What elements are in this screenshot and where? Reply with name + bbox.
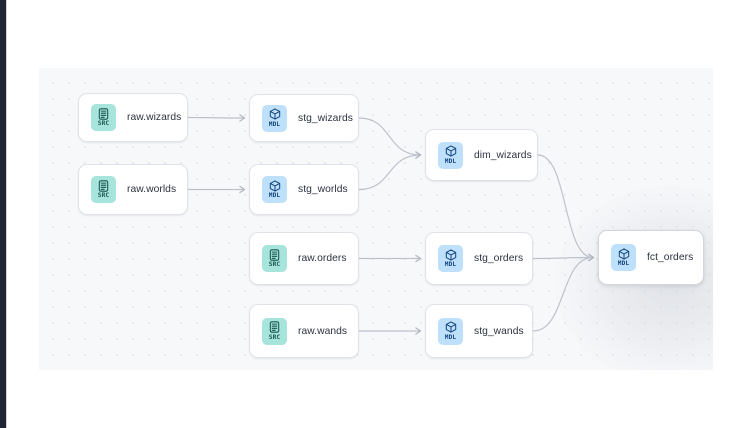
edge-arrowhead <box>588 253 595 262</box>
node-badge-label: MDL <box>268 192 281 200</box>
node-badge-mdl: MDL <box>438 317 463 345</box>
database-icon <box>98 180 109 192</box>
cube-icon <box>445 249 456 261</box>
database-icon <box>269 249 280 261</box>
node-label: raw.wizards <box>127 112 182 123</box>
graph-node-raw_wizards[interactable]: SRC raw.wizards <box>78 93 188 142</box>
node-badge-src: SRC <box>91 104 116 131</box>
node-label: stg_orders <box>474 253 524 264</box>
node-badge-label: MDL <box>444 333 457 341</box>
node-label: stg_worlds <box>298 184 348 195</box>
graph-node-raw_wands[interactable]: SRC raw.wands <box>249 304 359 358</box>
edge-arrowhead <box>415 151 422 159</box>
edge-arrowhead <box>415 151 422 159</box>
node-badge-label: SRC <box>268 333 281 341</box>
node-label: stg_wizards <box>298 112 353 124</box>
node-label: fct_orders <box>647 252 694 263</box>
edge-arrowhead <box>415 327 422 335</box>
cube-icon <box>269 180 280 192</box>
cube-icon <box>618 248 629 260</box>
edge-stg_orders-to-fct_orders <box>532 256 594 260</box>
node-badge-src: SRC <box>262 317 287 345</box>
edge-arrowhead <box>239 114 246 122</box>
node-badge-mdl: MDL <box>262 176 287 203</box>
node-badge-label: SRC <box>268 261 281 269</box>
edge-stg_worlds-to-dim_wizards <box>358 154 421 191</box>
graph-node-stg_orders[interactable]: MDL stg_orders <box>425 232 533 285</box>
graph-node-stg_worlds[interactable]: MDL stg_worlds <box>249 164 359 215</box>
node-badge-mdl: MDL <box>438 245 463 272</box>
node-label: dim_wizards <box>474 149 532 161</box>
database-icon <box>269 321 280 333</box>
node-badge-label: MDL <box>444 261 457 269</box>
cube-icon <box>269 108 280 120</box>
edge-arrowhead <box>239 185 246 194</box>
node-badge-mdl: MDL <box>611 244 636 271</box>
node-badge-label: MDL <box>444 157 457 165</box>
node-badge-label: SRC <box>97 192 110 200</box>
node-badge-label: MDL <box>617 260 630 268</box>
node-badge-src: SRC <box>91 176 116 203</box>
edge-arrowhead <box>588 253 595 262</box>
node-badge-src: SRC <box>262 245 287 272</box>
node-badge-label: MDL <box>268 120 281 128</box>
node-label: stg_wands <box>474 325 524 337</box>
graph-node-fct_orders[interactable]: MDL fct_orders <box>598 230 704 285</box>
node-badge-mdl: MDL <box>262 104 287 132</box>
node-label: raw.wands <box>298 325 348 337</box>
node-label: raw.worlds <box>127 184 177 195</box>
cube-icon <box>445 145 456 157</box>
edge-dim_wizards-to-fct_orders <box>537 154 594 259</box>
edge-arrowhead <box>415 254 422 263</box>
node-badge-label: SRC <box>97 120 110 128</box>
left-navigation-rail[interactable] <box>0 0 6 428</box>
node-badge-mdl: MDL <box>438 141 463 169</box>
graph-node-stg_wizards[interactable]: MDL stg_wizards <box>249 94 359 142</box>
node-label: raw.orders <box>298 253 347 264</box>
edge-arrowhead <box>588 253 595 262</box>
graph-node-raw_orders[interactable]: SRC raw.orders <box>249 232 359 285</box>
edge-stg_wizards-to-dim_wizards <box>358 117 421 156</box>
edge-raw_wizards-to-stg_wizards <box>187 116 245 119</box>
graph-node-raw_worlds[interactable]: SRC raw.worlds <box>78 164 188 215</box>
graph-node-dim_wizards[interactable]: MDL dim_wizards <box>425 129 538 181</box>
graph-node-stg_wands[interactable]: MDL stg_wands <box>425 304 533 358</box>
edge-stg_wands-to-fct_orders <box>532 256 594 332</box>
rail-divider <box>6 0 7 428</box>
cube-icon <box>445 321 456 333</box>
database-icon <box>98 108 109 120</box>
